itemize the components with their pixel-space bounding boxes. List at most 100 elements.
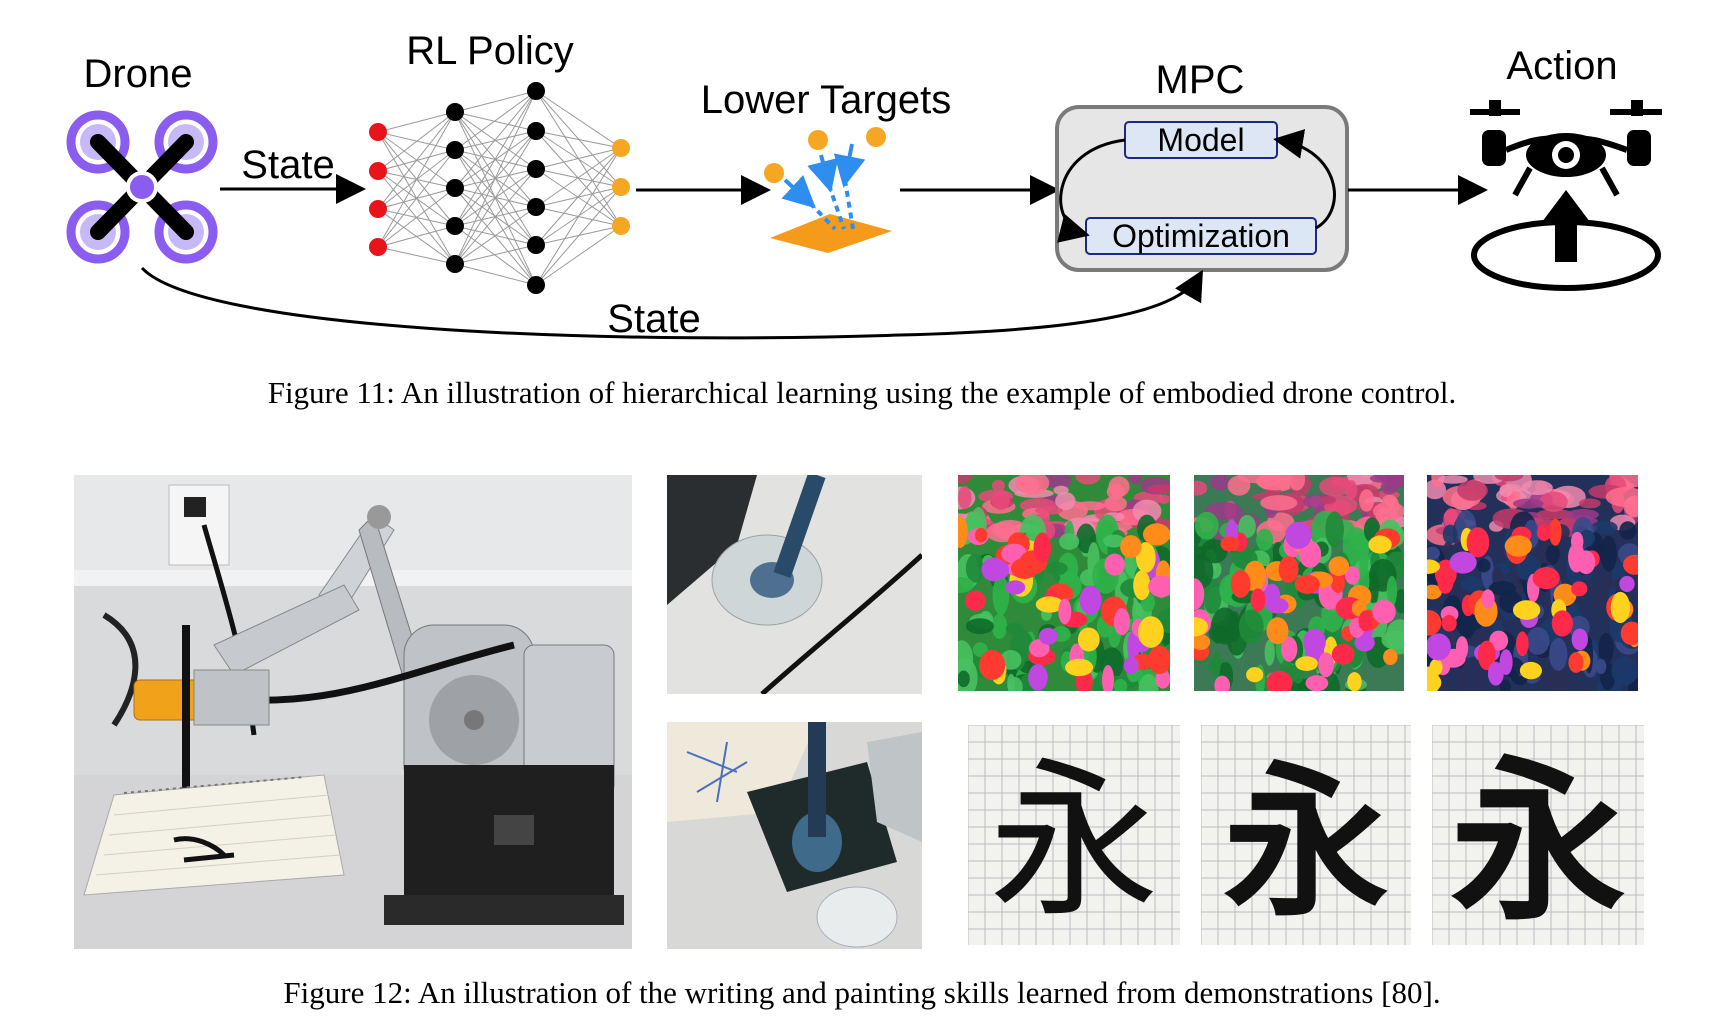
painting-flower — [1303, 628, 1326, 656]
painting-flower — [1299, 540, 1322, 568]
painting-stroke — [1611, 656, 1638, 686]
nn-hidden-node — [446, 141, 464, 159]
painting-stroke — [958, 576, 974, 593]
painting-stroke — [1539, 491, 1568, 512]
painting-flower — [1548, 518, 1562, 546]
nn-hidden-node — [527, 276, 545, 294]
painting-flower — [1035, 596, 1064, 613]
painting-stroke — [1157, 494, 1170, 504]
painting-stroke — [1231, 545, 1252, 569]
nn-input-node — [369, 238, 387, 256]
nn-edge — [454, 90, 537, 265]
mpc-label: MPC — [1156, 58, 1245, 102]
nn-edge — [454, 111, 537, 286]
painting-stroke — [1372, 501, 1404, 521]
painting-stroke — [1194, 511, 1219, 540]
action-drone-icon — [1470, 100, 1662, 291]
nn-edge — [454, 90, 537, 227]
painting-flower — [1077, 627, 1100, 652]
nn-edge — [377, 225, 456, 248]
painting-stroke — [1319, 476, 1351, 497]
robot-arm-photo — [74, 475, 632, 949]
painting-flower — [1038, 627, 1058, 645]
nn-hidden-node — [527, 236, 545, 254]
painting-flower — [1481, 589, 1495, 609]
painting-stroke — [991, 479, 1005, 492]
model-label: Model — [1157, 122, 1244, 158]
optimization-label: Optimization — [1112, 218, 1290, 254]
painting-flower — [1455, 636, 1469, 660]
nn-edge — [535, 147, 622, 170]
painting-stroke — [1074, 501, 1106, 511]
painting-flower — [1250, 588, 1266, 612]
painting-flower — [1427, 584, 1442, 600]
painting-stroke — [1147, 484, 1170, 494]
calligraphy-3: 永 — [1432, 725, 1644, 945]
painting-stroke — [965, 618, 994, 635]
painting-flower — [1033, 532, 1052, 564]
grid-paper — [1201, 725, 1411, 945]
painting-stroke — [1457, 667, 1470, 691]
nn-input-node — [369, 123, 387, 141]
painting-flower — [1294, 574, 1320, 594]
nn-edge — [535, 225, 622, 286]
painting-stroke — [1619, 521, 1637, 540]
mpc-loop-left — [1057, 138, 1126, 243]
painting-flower — [1285, 521, 1312, 549]
painting-stroke — [1512, 498, 1544, 509]
drone-label: Drone — [84, 52, 193, 96]
nn-edge — [377, 111, 456, 248]
nn-edge — [454, 263, 537, 286]
painting-stroke — [1359, 489, 1375, 512]
state-label-bottom: State — [607, 297, 700, 341]
painting-flower — [1619, 575, 1635, 592]
calligraphy-character-2: 永 — [1224, 747, 1389, 939]
calligraphy-character-1: 永 — [989, 743, 1159, 941]
painting-stroke — [1288, 475, 1306, 491]
nn-edge — [377, 187, 456, 248]
painting-stroke — [1319, 495, 1337, 505]
painting-flower — [1427, 633, 1451, 661]
painting-flower — [1489, 630, 1509, 651]
painting-flower — [1437, 569, 1454, 594]
painting-flower — [1148, 575, 1170, 598]
tulip-painting-2 — [1194, 475, 1404, 691]
lower-targets-icon — [764, 127, 892, 253]
painting-flower — [1028, 664, 1048, 691]
painting-flower — [1194, 578, 1205, 611]
calligraphy-character-3: 永 — [1451, 742, 1626, 945]
painting-stroke — [1590, 520, 1618, 535]
painting-flower — [1576, 550, 1596, 575]
painting-stroke — [1494, 475, 1524, 482]
painting-stroke — [1499, 484, 1513, 498]
nn-hidden-node — [446, 103, 464, 121]
nn-edge — [454, 90, 537, 189]
nn-hidden-node — [446, 255, 464, 273]
nn-edge — [535, 90, 622, 149]
painting-flower — [1005, 580, 1026, 595]
painting-stroke — [1104, 495, 1128, 512]
painting-flower — [1571, 581, 1588, 597]
painting-flower — [1079, 585, 1102, 615]
painting-stroke — [1194, 480, 1208, 496]
painting-flower — [1610, 591, 1631, 624]
mpc-loop-right — [1273, 129, 1336, 230]
painting-stroke — [1386, 475, 1404, 489]
painting-flower — [1441, 614, 1457, 632]
painting-stroke — [958, 670, 970, 688]
nn-edge — [377, 111, 456, 172]
painting-flower — [1347, 672, 1362, 691]
painting-stroke — [1128, 475, 1143, 485]
painting-stroke — [1212, 650, 1221, 680]
painting-flower — [1466, 527, 1490, 558]
painting-stroke — [1015, 475, 1050, 495]
painting-flower — [1194, 617, 1209, 637]
painting-stroke — [1325, 511, 1344, 548]
lower-targets-label: Lower Targets — [701, 78, 952, 122]
painting-stroke — [958, 475, 973, 484]
painting-stroke — [1359, 547, 1369, 577]
nn-hidden-node — [527, 122, 545, 140]
painting-stroke — [1437, 475, 1468, 484]
tulip-painting-1 — [958, 475, 1170, 691]
painting-flower — [1358, 610, 1373, 632]
